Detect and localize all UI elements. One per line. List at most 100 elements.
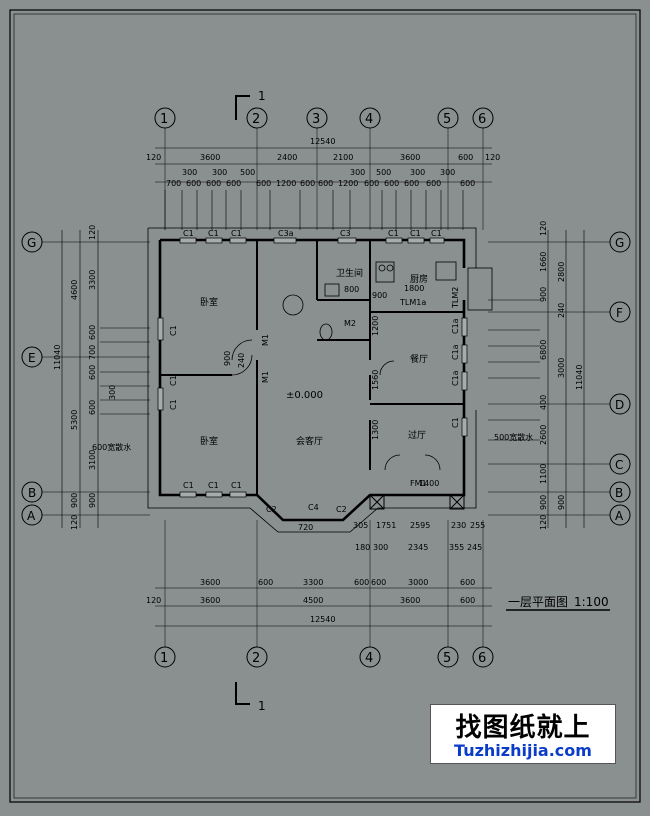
- svg-text:600: 600: [88, 365, 97, 380]
- svg-text:1660: 1660: [539, 252, 548, 272]
- inner-frame: [13, 13, 637, 799]
- svg-text:120: 120: [539, 515, 548, 530]
- svg-text:C1a: C1a: [451, 370, 460, 386]
- svg-text:600: 600: [256, 179, 271, 188]
- svg-text:B: B: [28, 486, 36, 500]
- watermark-cn: 找图纸就上: [455, 713, 591, 743]
- svg-text:400: 400: [539, 395, 548, 410]
- svg-text:E: E: [28, 351, 36, 365]
- svg-text:1: 1: [258, 699, 266, 713]
- svg-text:11040: 11040: [575, 365, 584, 390]
- svg-text:800: 800: [344, 285, 359, 294]
- svg-text:120: 120: [146, 153, 161, 162]
- left-ticks: [100, 327, 150, 415]
- svg-text:3600: 3600: [400, 153, 420, 162]
- bottom-dimension-lines: [155, 587, 492, 627]
- svg-text:1100: 1100: [539, 464, 548, 484]
- svg-text:2345: 2345: [408, 543, 428, 552]
- svg-text:120: 120: [539, 221, 548, 236]
- svg-text:2600: 2600: [539, 425, 548, 445]
- outer-frame: [9, 9, 641, 803]
- svg-text:500: 500: [240, 168, 255, 177]
- svg-text:TLM2: TLM2: [451, 287, 460, 309]
- svg-text:600: 600: [186, 179, 201, 188]
- svg-text:C1: C1: [183, 229, 194, 238]
- svg-text:600: 600: [384, 179, 399, 188]
- svg-text:255: 255: [470, 521, 485, 530]
- svg-text:700: 700: [166, 179, 181, 188]
- svg-text:355: 355: [449, 543, 464, 552]
- svg-text:2800: 2800: [557, 262, 566, 282]
- svg-text:1: 1: [258, 89, 266, 103]
- svg-text:2: 2: [252, 651, 260, 666]
- svg-text:1300: 1300: [371, 420, 380, 440]
- svg-text:900: 900: [88, 493, 97, 508]
- svg-text:600: 600: [354, 578, 369, 587]
- svg-text:4600: 4600: [70, 280, 79, 300]
- svg-text:3600: 3600: [200, 578, 220, 587]
- interior-walls: [160, 240, 464, 495]
- svg-text:C1: C1: [410, 229, 421, 238]
- axis-bubbles-left: G E B A: [21, 231, 43, 526]
- room-living: 会客厅: [296, 435, 323, 447]
- svg-text:600: 600: [426, 179, 441, 188]
- svg-text:C1: C1: [208, 481, 219, 490]
- floor-level: ±0.000: [286, 390, 323, 401]
- svg-text:120: 120: [70, 515, 79, 530]
- svg-text:1: 1: [160, 112, 168, 127]
- svg-text:D: D: [615, 398, 624, 412]
- svg-text:1800: 1800: [404, 284, 424, 293]
- svg-text:C: C: [615, 458, 623, 472]
- watermark-en: Tuzhizhijia.com: [454, 741, 592, 760]
- svg-text:245: 245: [467, 543, 482, 552]
- watermark-badge: 找图纸就上 Tuzhizhijia.com: [430, 704, 616, 764]
- svg-text:120: 120: [485, 153, 500, 162]
- svg-text:3000: 3000: [557, 358, 566, 378]
- axis-bubbles-top: 1 2 3 4 5 6: [154, 107, 494, 129]
- svg-text:1200: 1200: [338, 179, 358, 188]
- svg-text:4: 4: [365, 651, 373, 666]
- opening-codes: C1 C1 C1 C3a C3 C1 C1 C1 C1 C1 C1 C1 C1 …: [169, 229, 460, 532]
- left-dimension-lines: [61, 230, 99, 528]
- svg-text:12540: 12540: [310, 137, 335, 146]
- svg-text:2595: 2595: [410, 521, 430, 530]
- svg-text:600: 600: [88, 325, 97, 340]
- svg-text:600: 600: [364, 179, 379, 188]
- svg-text:C2: C2: [266, 505, 277, 514]
- svg-text:2100: 2100: [333, 153, 353, 162]
- svg-text:500: 500: [376, 168, 391, 177]
- drawing-title-block: 一层平面图 1:100: [506, 595, 610, 611]
- svg-text:C3: C3: [340, 229, 351, 238]
- svg-text:C1: C1: [183, 481, 194, 490]
- svg-text:300: 300: [182, 168, 197, 177]
- svg-text:700: 700: [88, 345, 97, 360]
- svg-text:1560: 1560: [371, 370, 380, 390]
- axis-bubbles-right: G F D C B A: [609, 231, 631, 526]
- svg-text:C1: C1: [208, 229, 219, 238]
- apron-note-left: 600宽散水: [92, 442, 131, 452]
- svg-text:B: B: [615, 486, 623, 500]
- drawing-scale: 1:100: [574, 595, 609, 609]
- svg-text:3000: 3000: [408, 578, 428, 587]
- svg-text:5300: 5300: [70, 410, 79, 430]
- svg-text:5: 5: [443, 651, 451, 666]
- room-hall: 过厅: [408, 429, 426, 441]
- svg-text:C1a: C1a: [451, 344, 460, 360]
- svg-text:C4: C4: [308, 503, 319, 512]
- section-mark-bottom: 1: [235, 682, 266, 713]
- svg-text:C2: C2: [336, 505, 347, 514]
- svg-text:F: F: [616, 306, 623, 320]
- svg-text:3600: 3600: [200, 153, 220, 162]
- axis-bubbles-bottom: 1 2 4 5 6: [154, 646, 494, 668]
- svg-text:1: 1: [160, 651, 168, 666]
- svg-text:C1: C1: [388, 229, 399, 238]
- svg-text:3100: 3100: [88, 450, 97, 470]
- svg-text:1751: 1751: [376, 521, 396, 530]
- svg-text:180: 180: [355, 543, 370, 552]
- svg-text:230: 230: [451, 521, 466, 530]
- svg-text:300: 300: [350, 168, 365, 177]
- svg-text:6: 6: [478, 651, 486, 666]
- svg-text:600: 600: [371, 578, 386, 587]
- svg-text:G: G: [615, 236, 624, 250]
